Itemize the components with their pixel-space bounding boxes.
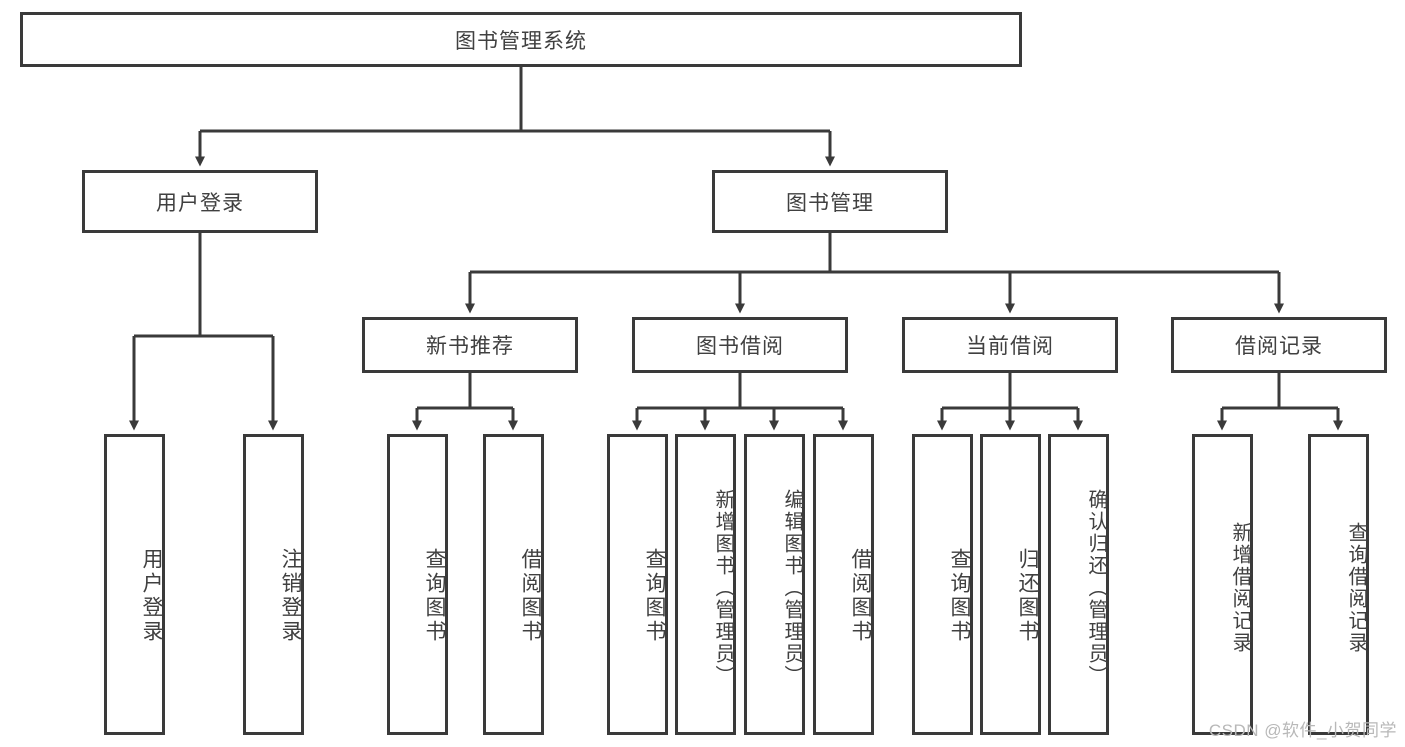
leaf-borrow-book[interactable]: 借阅图书 bbox=[813, 434, 874, 735]
leaf-return-book[interactable]: 归还图书 bbox=[980, 434, 1041, 735]
node-book-borrow[interactable]: 图书借阅 bbox=[632, 317, 848, 373]
node-current-borrow[interactable]: 当前借阅 bbox=[902, 317, 1118, 373]
watermark-text: CSDN @软件_小贺同学 bbox=[1208, 721, 1397, 740]
leaf-edit-book-admin[interactable]: 编辑图书（管理员） bbox=[744, 434, 805, 735]
leaf-add-borrow-record[interactable]: 新增借阅记录 bbox=[1192, 434, 1253, 735]
leaf-borrow-book-newbook[interactable]: 借阅图书 bbox=[483, 434, 544, 735]
leaf-user-login[interactable]: 用户登录 bbox=[104, 434, 165, 735]
node-book-management[interactable]: 图书管理 bbox=[712, 170, 948, 233]
node-new-book-recommend[interactable]: 新书推荐 bbox=[362, 317, 578, 373]
leaf-query-book-borrow[interactable]: 查询图书 bbox=[607, 434, 668, 735]
node-borrow-records[interactable]: 借阅记录 bbox=[1171, 317, 1387, 373]
leaf-query-book-newbook[interactable]: 查询图书 bbox=[387, 434, 448, 735]
node-user-login[interactable]: 用户登录 bbox=[82, 170, 318, 233]
node-root[interactable]: 图书管理系统 bbox=[20, 12, 1022, 67]
leaf-query-book-current[interactable]: 查询图书 bbox=[912, 434, 973, 735]
leaf-logout[interactable]: 注销登录 bbox=[243, 434, 304, 735]
leaf-confirm-return-admin[interactable]: 确认归还（管理员） bbox=[1048, 434, 1109, 735]
leaf-query-borrow-record[interactable]: 查询借阅记录 bbox=[1308, 434, 1369, 735]
leaf-add-book-admin[interactable]: 新增图书（管理员） bbox=[675, 434, 736, 735]
